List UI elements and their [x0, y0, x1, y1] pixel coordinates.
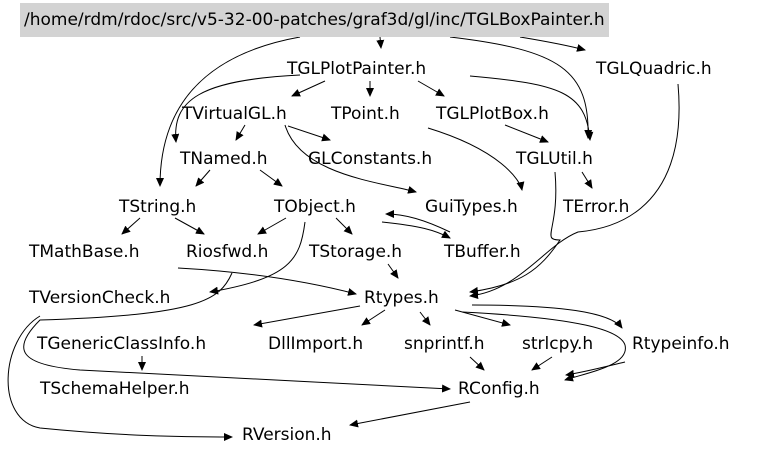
edge-tobject-to-tbuffer: [381, 221, 451, 239]
edge-tglplotpainter-to-tglutil: [469, 75, 594, 141]
node-rversion[interactable]: RVersion.h: [242, 425, 332, 445]
edge-tvirtualgl-to-guitypes: [284, 124, 417, 194]
node-rtypeinfo[interactable]: Rtypeinfo.h: [632, 334, 730, 354]
node-glconstants[interactable]: GLConstants.h: [308, 149, 433, 169]
edge-tstring-to-riosfwd: [174, 217, 205, 235]
edge-rtypes-to-dllimport: [361, 309, 386, 326]
edge-rtypes-to-tgenericclassinfo: [253, 305, 361, 328]
edge-tnamed-to-tobject: [259, 169, 283, 187]
edge-tobject-to-tstorage: [335, 217, 353, 235]
node-tglquadric[interactable]: TGLQuadric.h: [596, 59, 712, 79]
node-terror[interactable]: TError.h: [563, 197, 630, 217]
edge-tbuffer-to-tobject: [385, 210, 451, 233]
edge-tglquadric-to-rtypes: [469, 83, 680, 300]
node-tstring[interactable]: TString.h: [119, 197, 197, 217]
edge-tobject-to-tversioncheck: [209, 221, 306, 295]
edge-tnamed-to-tstring: [195, 169, 211, 187]
edge-tversioncheck-to-rversion: [7, 315, 233, 441]
node-rtypes[interactable]: Rtypes.h: [364, 288, 439, 308]
node-tglutil[interactable]: TGLUtil.h: [516, 149, 593, 169]
edge-snprintf-to-rconfig: [469, 356, 485, 371]
edge-rtypes-to-rconfig: [461, 311, 626, 382]
node-guitypes[interactable]: GuiTypes.h: [425, 197, 518, 217]
edge-rtypeinfo-to-rconfig: [565, 361, 626, 378]
node-tobject[interactable]: TObject.h: [274, 197, 356, 217]
edge-root-to-tglutil: [449, 36, 593, 139]
node-tversioncheck[interactable]: TVersionCheck.h: [29, 288, 171, 308]
edge-tmathbase-to-rtypes: [177, 267, 357, 296]
node-tbuffer[interactable]: TBuffer.h: [444, 242, 521, 262]
node-tmathbase[interactable]: TMathBase.h: [29, 242, 140, 262]
edge-rtypes-to-rtypeinfo: [471, 304, 623, 329]
node-tnamed[interactable]: TNamed.h: [180, 149, 268, 169]
edge-tstorage-to-rtypes: [387, 263, 399, 279]
node-tvirtualgl[interactable]: TVirtualGL.h: [182, 104, 287, 124]
edge-tglplotbox-to-tglutil: [504, 124, 549, 143]
edge-tglplotpainter-to-tnamed: [171, 74, 301, 143]
node-tglplotbox[interactable]: TGLPlotBox.h: [436, 104, 549, 124]
edge-tvirtualgl-to-glconstants: [287, 125, 331, 142]
edge-riosfwd-to-rconfig: [23, 272, 451, 393]
edge-strlcpy-to-rconfig: [531, 356, 553, 371]
root-node-tglboxpainter[interactable]: /home/rdm/rdoc/src/v5-32-00-patches/graf…: [20, 3, 609, 37]
edge-root-to-tglquadric: [519, 36, 586, 52]
edge-rconfig-to-rversion: [349, 401, 471, 428]
node-snprintf[interactable]: snprintf.h: [404, 334, 485, 354]
edge-tglplotpainter-to-tvirtualgl: [291, 80, 326, 97]
node-tpoint[interactable]: TPoint.h: [331, 104, 400, 124]
edge-tglutil-to-terror: [581, 171, 593, 189]
node-tgenericclassinfo[interactable]: TGenericClassInfo.h: [37, 334, 207, 354]
node-riosfwd[interactable]: Riosfwd.h: [186, 242, 269, 262]
edge-tglplotpainter-to-tglplotbox: [417, 80, 445, 97]
node-tschemahelper[interactable]: TSchemaHelper.h: [40, 379, 190, 399]
edge-rtypes-to-snprintf: [419, 311, 431, 326]
edge-tglutil-to-rtypes: [469, 171, 561, 295]
node-strlcpy[interactable]: strlcpy.h: [522, 334, 594, 354]
node-tstorage[interactable]: TStorage.h: [309, 242, 403, 262]
node-rconfig[interactable]: RConfig.h: [458, 379, 540, 399]
edge-tobject-to-riosfwd: [257, 217, 287, 235]
edge-tpoint-to-rtypes: [427, 127, 525, 191]
edge-tvirtualgl-to-tnamed: [235, 124, 246, 141]
node-tglplotpainter[interactable]: TGLPlotPainter.h: [287, 59, 427, 79]
edge-root-to-tglplotpainter: [376, 36, 385, 49]
edge-root-to-tstring: [156, 36, 301, 187]
edge-tstring-to-tmathbase: [121, 217, 141, 235]
node-dllimport[interactable]: DllImport.h: [268, 334, 364, 354]
